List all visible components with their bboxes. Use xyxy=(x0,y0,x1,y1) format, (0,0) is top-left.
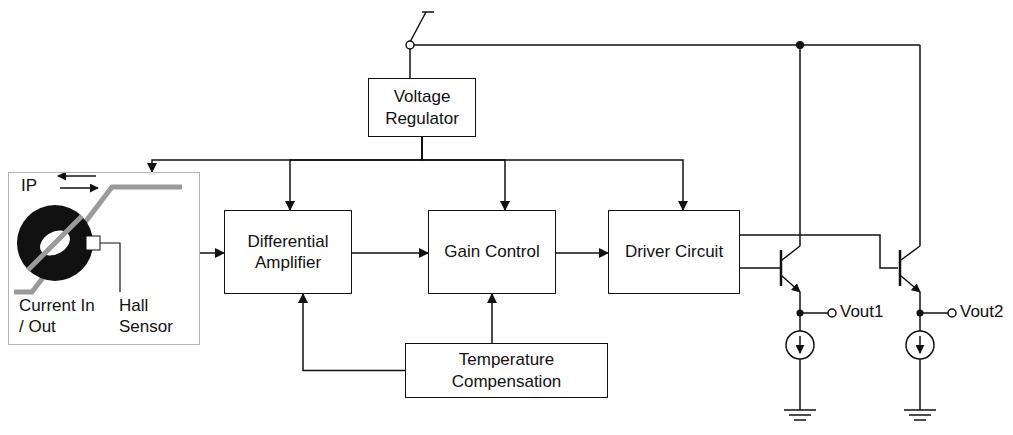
sensor-illustration xyxy=(14,176,182,292)
signal-arrow xyxy=(303,294,405,371)
signal-arrow xyxy=(556,252,608,254)
figure-label: Hall Sensor xyxy=(119,295,197,338)
figure-label: Current In / Out xyxy=(19,295,99,338)
signal-arrow xyxy=(200,252,224,254)
signal-arrow xyxy=(422,137,505,210)
signal-arrow xyxy=(422,137,683,210)
box-label: Temperature Compensation xyxy=(427,349,587,392)
figure-label: IP xyxy=(21,175,51,196)
box-label: Differential Amplifier xyxy=(232,231,344,274)
supply-terminal xyxy=(406,12,920,78)
sensor-panel: IP Current In / Out Hall Sensor xyxy=(8,172,200,345)
signal-arrow xyxy=(152,137,422,172)
signal-name: Vout2 xyxy=(958,302,1006,322)
process-box: Gain Control xyxy=(428,210,556,294)
signal-arrow xyxy=(352,252,428,254)
box-label: Driver Circuit xyxy=(625,241,723,262)
box-label: Voltage Regulator xyxy=(374,86,470,129)
process-box: Driver Circuit xyxy=(608,210,740,294)
signal-arrow xyxy=(290,137,422,210)
compensation-box: Temperature Compensation xyxy=(405,343,608,398)
box-label: Gain Control xyxy=(444,241,539,262)
signal-name: Vout1 xyxy=(838,302,886,322)
process-box: Differential Amplifier xyxy=(224,210,352,294)
regulator-box: Voltage Regulator xyxy=(368,78,476,137)
output-transistors xyxy=(740,45,956,420)
signal-arrow xyxy=(491,294,493,343)
